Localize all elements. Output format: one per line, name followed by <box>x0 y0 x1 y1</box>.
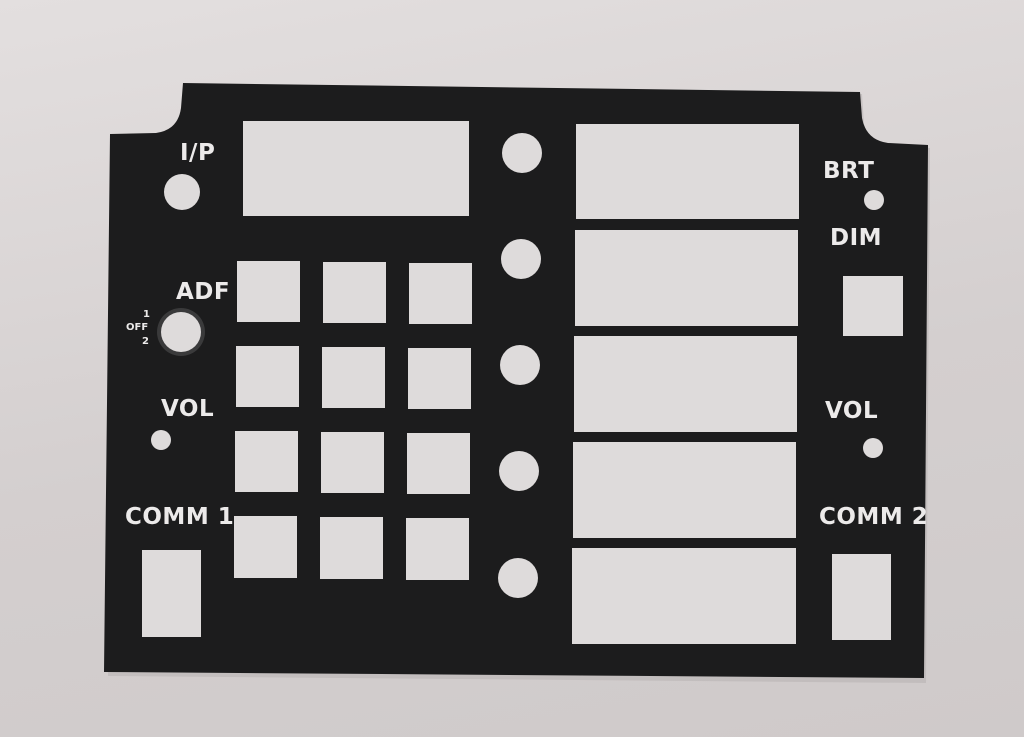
display-window-ip <box>243 121 469 216</box>
display-window-5 <box>572 548 796 644</box>
select-button-4[interactable] <box>499 451 539 491</box>
comm1-window <box>142 550 201 637</box>
label-ip: I/P <box>180 140 216 166</box>
brt-knob[interactable] <box>864 190 884 210</box>
comm2-window <box>832 554 891 640</box>
keypad-key[interactable] <box>408 348 471 409</box>
select-button-5[interactable] <box>498 558 538 598</box>
vol-right-knob[interactable] <box>863 438 883 458</box>
label-adf-pos-off: OFF <box>126 322 149 333</box>
keypad-key[interactable] <box>406 518 469 580</box>
keypad-key[interactable] <box>235 431 298 492</box>
keypad-key[interactable] <box>322 347 385 408</box>
label-brt: BRT <box>823 158 875 184</box>
label-comm2: COMM 2 <box>819 504 929 530</box>
select-button-3[interactable] <box>500 345 540 385</box>
dim-button[interactable] <box>843 276 903 336</box>
keypad-key[interactable] <box>234 516 297 578</box>
label-adf-pos-2: 2 <box>142 336 149 347</box>
vol-left-knob[interactable] <box>151 430 171 450</box>
select-button-1[interactable] <box>502 133 542 173</box>
keypad-key[interactable] <box>409 263 472 324</box>
label-vol-left: VOL <box>161 396 215 422</box>
ip-button[interactable] <box>164 174 200 210</box>
label-dim: DIM <box>830 225 883 251</box>
label-vol-right: VOL <box>825 398 879 424</box>
adf-selector-knob[interactable] <box>161 312 201 352</box>
label-adf: ADF <box>176 279 231 305</box>
display-window-1 <box>576 124 799 219</box>
keypad-key[interactable] <box>320 517 383 579</box>
display-window-3 <box>574 336 797 432</box>
label-adf-pos-1: 1 <box>143 309 150 320</box>
keypad-key[interactable] <box>407 433 470 494</box>
keypad-key[interactable] <box>321 432 384 493</box>
select-button-2[interactable] <box>501 239 541 279</box>
keypad-key[interactable] <box>236 346 299 407</box>
keypad-key[interactable] <box>237 261 300 322</box>
keypad-key[interactable] <box>323 262 386 323</box>
label-comm1: COMM 1 <box>125 504 235 530</box>
display-window-2 <box>575 230 798 326</box>
display-window-4 <box>573 442 796 538</box>
